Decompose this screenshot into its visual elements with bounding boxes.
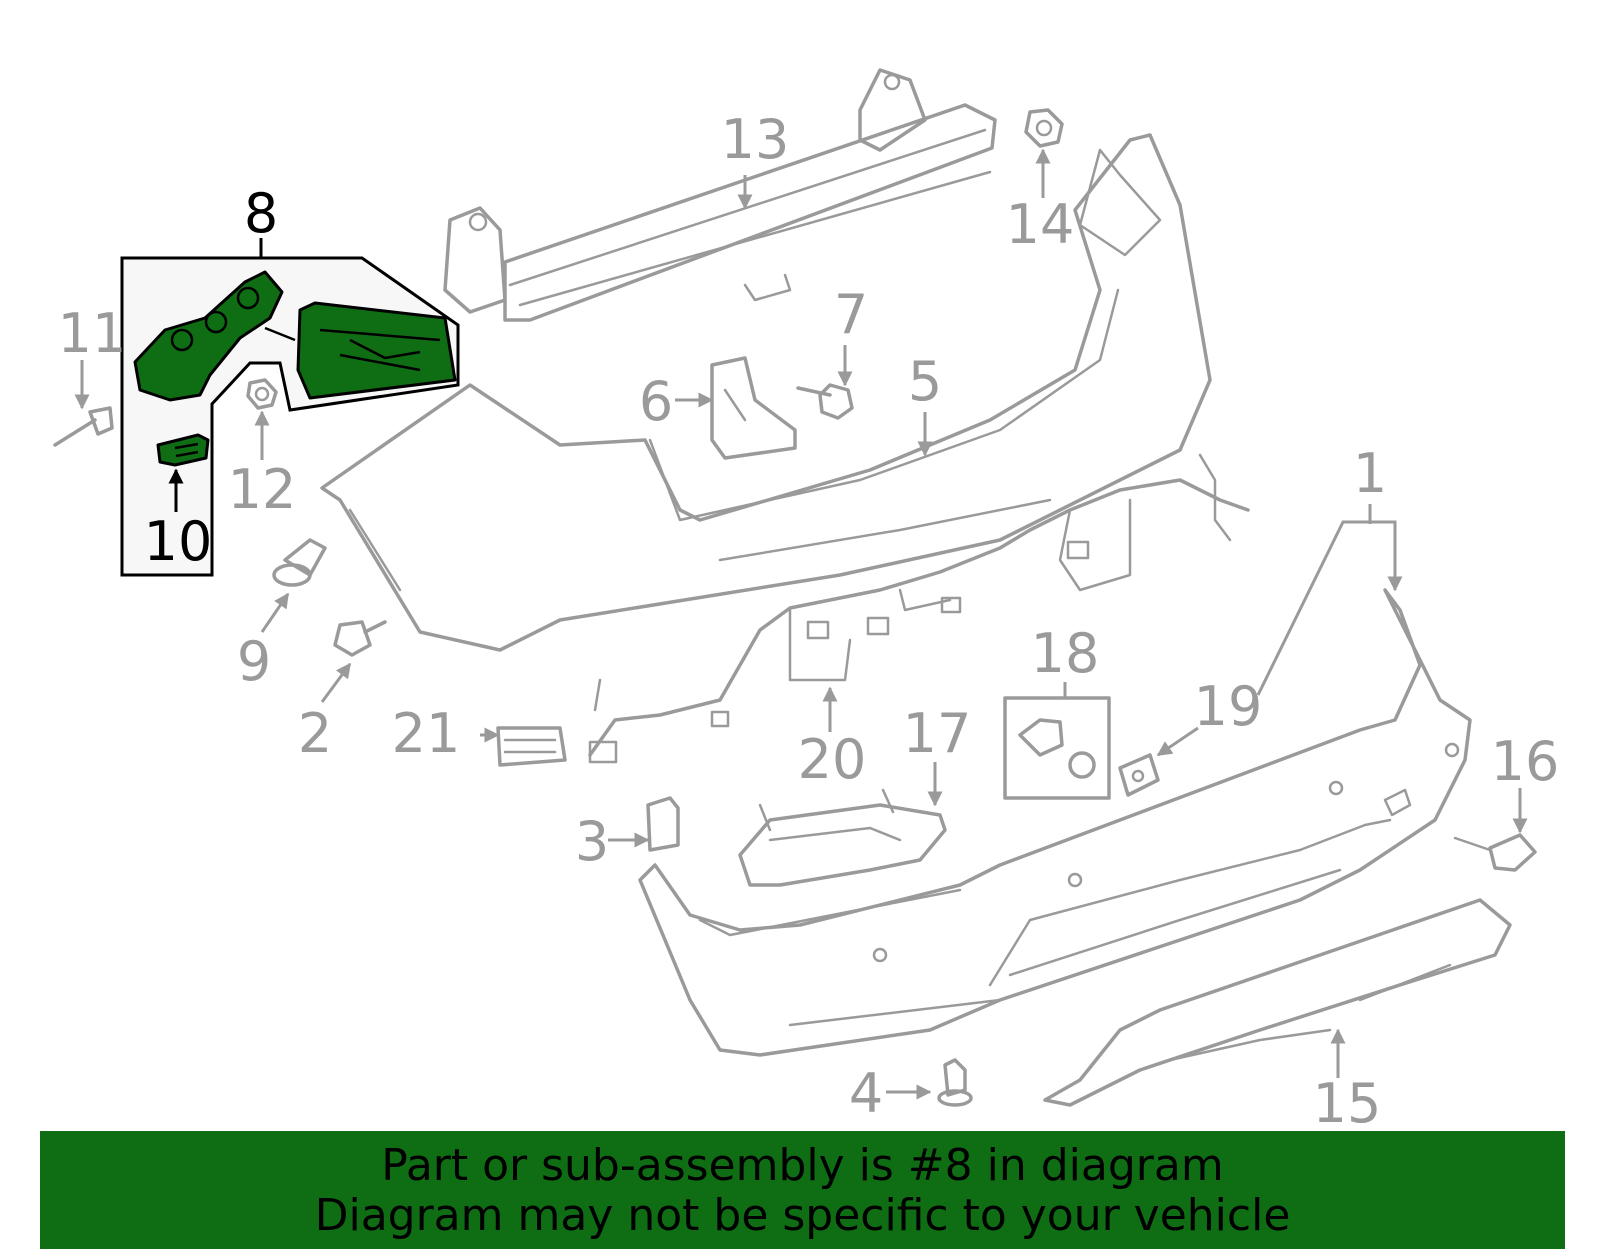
callout-12: 12 xyxy=(228,458,297,521)
part-18-sensor-kit xyxy=(1003,696,1111,800)
part-7-bolt xyxy=(796,383,854,420)
callout-16: 16 xyxy=(1491,730,1560,793)
callout-10: 10 xyxy=(144,510,213,573)
callout-19: 19 xyxy=(1194,675,1263,738)
callout-6: 6 xyxy=(639,370,673,433)
part-2-screw xyxy=(333,620,387,657)
callout-labels: 1 2 3 4 5 6 7 8 9 10 11 12 13 14 15 16 1… xyxy=(58,108,1560,1135)
callout-5: 5 xyxy=(908,350,942,413)
callout-13: 13 xyxy=(721,108,790,171)
part-10-bracket xyxy=(156,433,210,467)
callout-11: 11 xyxy=(58,302,127,365)
callout-21: 21 xyxy=(392,702,461,765)
part-5-fascia xyxy=(320,133,1212,652)
part-15-skid-plate xyxy=(1043,898,1512,1107)
callout-8: 8 xyxy=(244,182,278,245)
leader-lines xyxy=(74,148,1528,1100)
callout-20: 20 xyxy=(798,728,867,791)
callout-4: 4 xyxy=(849,1062,883,1125)
part-17-bracket xyxy=(738,788,947,887)
part-6-bracket xyxy=(710,356,797,460)
part-4-push-pin xyxy=(937,1058,973,1107)
callout-1: 1 xyxy=(1353,442,1387,505)
part-16-tow-cover xyxy=(1453,833,1537,872)
part-19-gasket xyxy=(1118,753,1160,797)
part-8-lamp-housing xyxy=(296,301,457,400)
info-banner: Part or sub-assembly is #8 in diagram Di… xyxy=(40,1131,1565,1249)
part-9-push-pin xyxy=(272,538,327,587)
callout-9: 9 xyxy=(237,630,271,693)
part-13-impact-bar xyxy=(443,68,997,322)
part-20-wiring-harness xyxy=(588,453,1250,764)
callout-2: 2 xyxy=(298,702,332,765)
callout-18: 18 xyxy=(1031,622,1100,685)
callout-15: 15 xyxy=(1313,1072,1382,1135)
banner-line-disclaimer: Diagram may not be specific to your vehi… xyxy=(314,1190,1291,1241)
part-1-lower-fascia xyxy=(638,588,1472,1057)
part-11-pin xyxy=(53,406,114,447)
part-12-nut xyxy=(246,378,278,410)
callout-7: 7 xyxy=(834,283,868,346)
banner-line-part: Part or sub-assembly is #8 in diagram xyxy=(381,1140,1224,1191)
part-14-nut xyxy=(1024,108,1064,148)
callout-14: 14 xyxy=(1006,193,1075,256)
callout-17: 17 xyxy=(903,702,972,765)
part-3-clip xyxy=(646,796,680,852)
part-8-highlight-group xyxy=(120,256,460,577)
part-8-lamp-assembly xyxy=(133,270,284,402)
part-21-module xyxy=(496,726,567,767)
callout-3: 3 xyxy=(575,810,609,873)
